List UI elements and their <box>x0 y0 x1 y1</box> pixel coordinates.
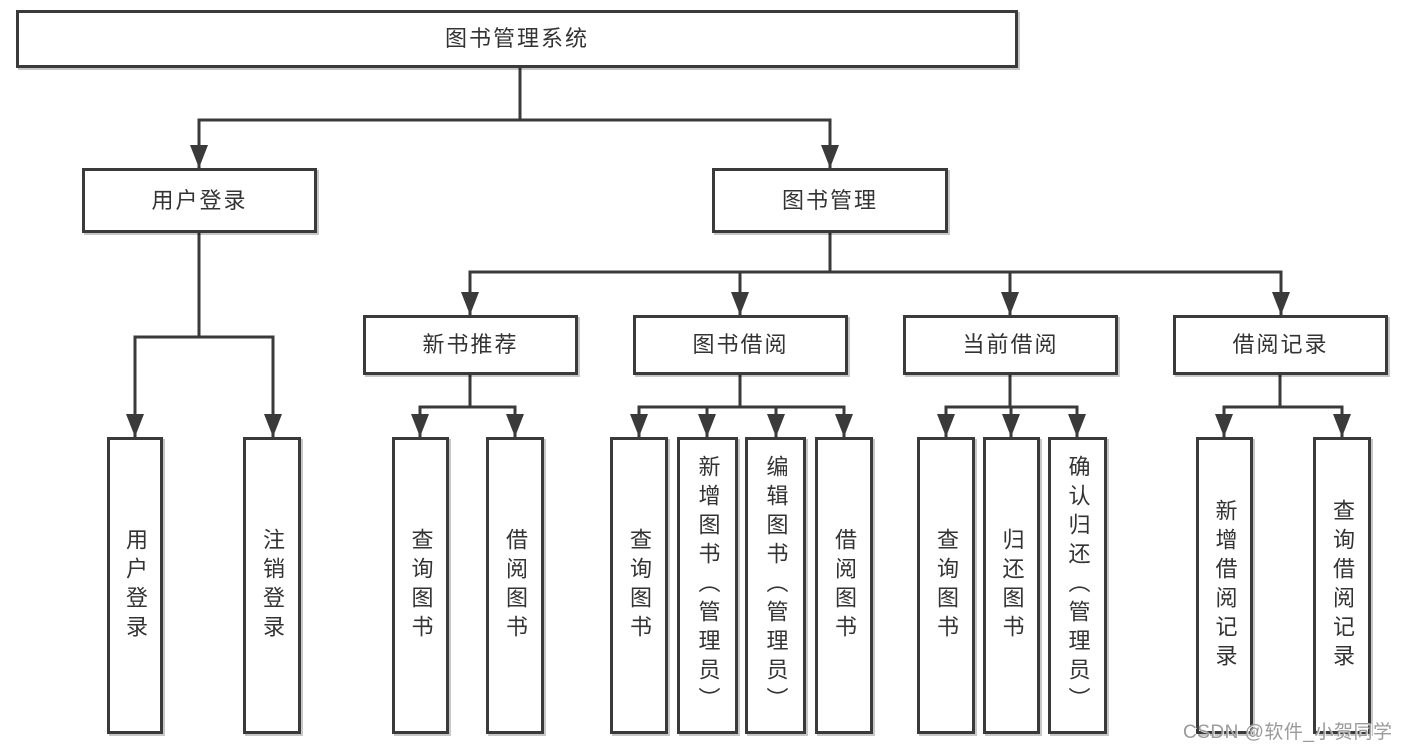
leaf-cb-return-book: 归还图书 <box>983 437 1040 734</box>
arrow-cb-query <box>937 414 955 437</box>
arrow-br-query <box>1333 414 1351 437</box>
arrow-cb-return <box>1002 414 1020 437</box>
node-book-mgmt: 图书管理 <box>712 168 948 233</box>
book-borrow-split-line <box>637 405 846 437</box>
arrow-user-login <box>190 145 208 168</box>
node-new-books-label: 新书推荐 <box>422 332 519 357</box>
node-user-login-label: 用户登录 <box>151 187 248 213</box>
node-current-borrow-label: 当前借阅 <box>962 332 1059 357</box>
leaf-br-query-record-label: 查询借阅记录 <box>1330 498 1355 673</box>
leaf-logout-label: 注销登录 <box>260 527 285 644</box>
leaf-bb-edit-book-admin-label: 编辑图书（管理员） <box>763 455 789 716</box>
node-book-mgmt-label: 图书管理 <box>781 187 878 213</box>
node-borrow-records: 借阅记录 <box>1173 315 1388 375</box>
node-book-borrow: 图书借阅 <box>633 315 848 375</box>
leaf-bb-borrow-books-label: 借阅图书 <box>832 527 857 644</box>
arrow-leaf-user-login <box>126 414 144 437</box>
leaf-user-login-label: 用户登录 <box>123 527 148 644</box>
node-current-borrow: 当前借阅 <box>903 315 1118 375</box>
leaf-bb-add-book-admin-label: 新增图书（管理员） <box>695 455 721 716</box>
leaf-bb-borrow-books: 借阅图书 <box>815 437 873 734</box>
arrow-bb-edit <box>767 414 785 437</box>
leaf-nb-borrow-books-label: 借阅图书 <box>503 527 528 644</box>
leaf-br-query-record: 查询借阅记录 <box>1313 437 1371 734</box>
arrow-bb-add <box>698 414 716 437</box>
watermark: CSDN @软件_小贺同学 <box>1183 722 1393 743</box>
level3-split-line <box>468 270 1283 315</box>
arrowheads <box>126 145 1351 437</box>
arrow-book-borrow <box>731 292 749 315</box>
arrow-cb-confirm <box>1068 414 1086 437</box>
leaf-bb-add-book-admin: 新增图书（管理员） <box>677 437 738 734</box>
arrow-new-books <box>461 292 479 315</box>
arrow-borrow-records <box>1272 292 1290 315</box>
node-borrow-records-label: 借阅记录 <box>1232 332 1329 357</box>
arrow-br-add <box>1215 414 1233 437</box>
leaf-nb-borrow-books: 借阅图书 <box>486 437 544 734</box>
arrow-current-borrow <box>1001 292 1019 315</box>
leaf-bb-edit-book-admin: 编辑图书（管理员） <box>745 437 806 734</box>
leaf-bb-query-books: 查询图书 <box>610 437 668 734</box>
leaf-cb-confirm-return-admin-label: 确认归还（管理员） <box>1065 455 1091 716</box>
leaf-br-add-record-label: 新增借阅记录 <box>1212 498 1238 673</box>
arrow-bb-borrow <box>835 414 853 437</box>
leaf-cb-query-books-label: 查询图书 <box>934 527 959 644</box>
node-new-books: 新书推荐 <box>363 315 578 375</box>
borrow-records-split-line <box>1222 405 1344 437</box>
node-root-label: 图书管理系统 <box>444 26 589 51</box>
level2-split-line <box>197 118 832 168</box>
user-login-split-line <box>133 335 275 437</box>
arrow-nb-query <box>411 414 429 437</box>
arrow-bb-query <box>630 414 648 437</box>
leaf-logout: 注销登录 <box>243 437 301 734</box>
leaf-br-add-record: 新增借阅记录 <box>1196 437 1253 734</box>
leaf-nb-query-books: 查询图书 <box>392 437 449 734</box>
arrow-nb-borrow <box>506 414 524 437</box>
leaf-user-login: 用户登录 <box>107 437 163 734</box>
node-user-login: 用户登录 <box>82 168 317 233</box>
leaf-cb-confirm-return-admin: 确认归还（管理员） <box>1048 437 1107 734</box>
arrow-leaf-logout <box>264 414 282 437</box>
leaf-nb-query-books-label: 查询图书 <box>408 527 434 644</box>
leaf-cb-return-book-label: 归还图书 <box>999 527 1025 644</box>
leaf-cb-query-books: 查询图书 <box>917 437 975 734</box>
node-root: 图书管理系统 <box>16 10 1018 68</box>
arrow-book-mgmt <box>821 145 839 168</box>
leaf-bb-query-books-label: 查询图书 <box>627 527 652 644</box>
node-book-borrow-label: 图书借阅 <box>692 332 789 357</box>
new-books-split-line <box>418 405 517 437</box>
